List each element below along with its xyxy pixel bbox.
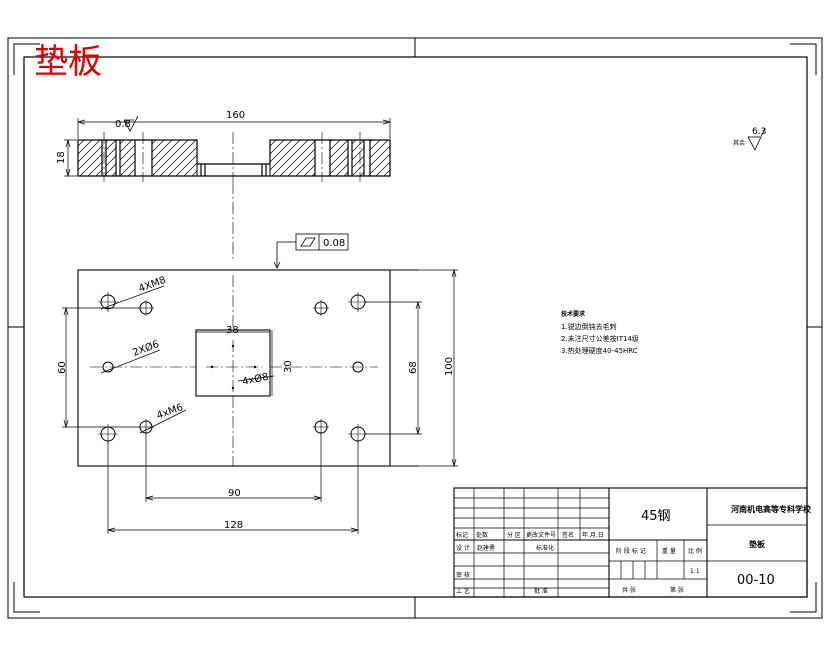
drawing-title: 垫板 (34, 42, 102, 82)
dim-overall-height: 100 (444, 357, 455, 376)
tech-req-heading: 技术要求 (561, 310, 586, 318)
section-hatching (77, 139, 391, 177)
dowel-hole-right (352, 361, 364, 373)
callout-m8: 4XM8 (137, 275, 167, 295)
dim-thickness: 18 (56, 151, 67, 164)
tech-req-item: 1.锐边倒钝去毛刺 (561, 322, 617, 331)
tb-label-date: 年.月.日 (582, 531, 604, 539)
dim-pocket-height: 30 (283, 360, 294, 373)
dim-hole-spacing-y: 60 (57, 361, 68, 374)
callout-m6: 4xM6 (155, 402, 184, 422)
technical-requirements: 技术要求 1.锐边倒钝去毛刺 2.未注尺寸公差按IT14级 3.热处理硬度40-… (561, 310, 639, 355)
general-roughness: 6.3 其余 (733, 127, 766, 151)
tb-material: 45钢 (641, 509, 671, 524)
tb-label-count: 处数 (476, 531, 488, 539)
tb-sheets-total: 共 张 (622, 586, 636, 594)
dim-overall-width: 160 (226, 110, 245, 121)
sheet-border (7, 37, 823, 619)
callout-pocket-holes: 4xØ8 (241, 371, 269, 388)
tb-label-review: 审 核 (456, 571, 470, 579)
tb-label-stage-mark: 阶 段 标 记 (616, 547, 646, 555)
roughness-value: 0.8 (115, 119, 131, 130)
tb-label-scale: 比 例 (688, 547, 702, 555)
dowel-hole-left (102, 361, 114, 373)
tb-label-standardize: 标准化 (536, 544, 554, 552)
tb-label-weight: 重 量 (662, 547, 676, 555)
section-view: 160 18 0.8 (56, 110, 392, 182)
dim-pocket-width: 38 (226, 325, 239, 336)
roughness-symbol (123, 115, 139, 132)
general-roughness-value: 6.3 (752, 127, 766, 137)
tb-part-name: 垫板 (749, 539, 766, 549)
plate-outline (77, 269, 391, 467)
tb-school: 河南机电高等专科学校 (731, 504, 812, 514)
tb-designer: 赵建勇 (477, 544, 495, 552)
dim-height-68: 68 (408, 361, 419, 374)
tb-label-mark: 标记 (456, 531, 468, 539)
tb-label-approve: 批 准 (534, 587, 548, 595)
tb-label-design: 设 计 (456, 544, 470, 552)
tb-label-change-doc: 更改文件号 (526, 531, 556, 539)
tb-label-zone: 分 区 (507, 531, 521, 539)
general-roughness-label: 其余 (733, 139, 745, 147)
flatness-tolerance: 0.08 (273, 233, 349, 269)
flatness-value: 0.08 (323, 238, 345, 249)
dim-hole-spacing-total: 128 (224, 520, 243, 531)
tb-label-sign: 签名 (562, 531, 574, 539)
plan-view: 4XM8 2XØ6 4xM6 4xØ8 38 30 90 128 (57, 268, 458, 534)
tech-req-item: 2.未注尺寸公差按IT14级 (561, 334, 639, 343)
tb-label-process: 工 艺 (456, 587, 470, 595)
tb-sheet-no: 第 张 (670, 586, 684, 594)
tb-ratio: 1:1 (690, 568, 700, 575)
tech-req-item: 3.热处理硬度40-45HRC (561, 346, 638, 355)
title-block: 45钢 河南机电高等专科学校 垫板 00-10 标记 处数 分 区 更改文件号 … (453, 487, 812, 598)
dim-hole-spacing-x: 90 (228, 488, 241, 499)
tb-drawing-no: 00-10 (737, 573, 775, 588)
